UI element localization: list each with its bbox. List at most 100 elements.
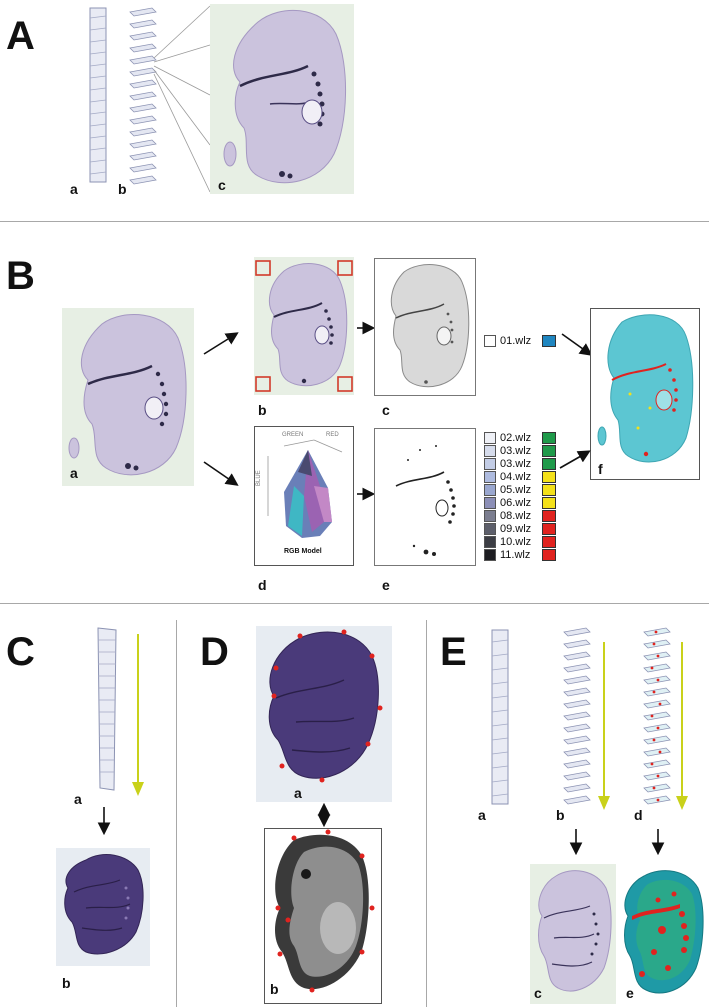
legend-row: 05.wlz bbox=[484, 484, 564, 496]
corner-box-tl bbox=[255, 260, 271, 276]
legend-class-color bbox=[542, 536, 556, 548]
legend-class-color bbox=[542, 497, 556, 509]
legend-file-label: 05.wlz bbox=[500, 484, 532, 496]
legend-swatch bbox=[484, 432, 496, 444]
legend-swatch bbox=[484, 497, 496, 509]
section-stack-C bbox=[97, 627, 117, 791]
label-B-d: d bbox=[258, 577, 267, 593]
panel-letter-C: C bbox=[6, 630, 35, 674]
stained-embryo-D-a bbox=[268, 629, 383, 783]
rgb-green-label: GREEN bbox=[282, 432, 304, 438]
exploded-slices-E-b bbox=[563, 627, 591, 805]
legend-class-color bbox=[542, 471, 556, 483]
legend-swatch bbox=[484, 536, 496, 548]
panel-letter-E: E bbox=[440, 630, 467, 674]
legend-class-color bbox=[542, 484, 556, 496]
legend-file-label: 04.wlz bbox=[500, 471, 532, 483]
legend-row: 04.wlz bbox=[484, 471, 564, 483]
label-A-b: b bbox=[118, 181, 127, 197]
panel-letter-A: A bbox=[6, 14, 35, 58]
rgb-red-label: RED bbox=[326, 432, 339, 438]
label-E-c: c bbox=[534, 985, 542, 1001]
legend-file-label: 06.wlz bbox=[500, 497, 532, 509]
corner-box-tr bbox=[337, 260, 353, 276]
legend-class-color bbox=[542, 549, 556, 561]
divider-D-E bbox=[426, 620, 427, 1007]
double-arrow-D bbox=[317, 802, 331, 828]
legend-row: 06.wlz bbox=[484, 497, 564, 509]
label-A-c: c bbox=[218, 177, 226, 193]
label-B-c: c bbox=[382, 402, 390, 418]
legend-row: 03.wlz bbox=[484, 458, 564, 470]
rgb-colour-cloud bbox=[267, 439, 343, 538]
label-B-e: e bbox=[382, 577, 390, 593]
legend-file-label: 03.wlz bbox=[500, 458, 532, 470]
greyscale-mask-B-c bbox=[390, 264, 470, 388]
label-C-a: a bbox=[74, 791, 82, 807]
label-B-a: a bbox=[70, 465, 78, 481]
corner-box-br bbox=[337, 376, 353, 392]
label-B-b: b bbox=[258, 402, 267, 418]
label-C-b: b bbox=[62, 975, 71, 991]
yellow-direction-arrow-C bbox=[132, 634, 144, 796]
label-D-a: a bbox=[294, 785, 302, 801]
volume-reconstruction-C-b bbox=[64, 854, 144, 955]
legend-swatch bbox=[484, 484, 496, 496]
yellow-direction-arrow-E-d bbox=[676, 642, 688, 810]
legend-file-label: 01.wlz bbox=[500, 335, 532, 347]
legend-single: 01.wlz bbox=[484, 335, 564, 347]
legend-class-color bbox=[542, 335, 556, 347]
arrow-E-d-to-e bbox=[651, 829, 665, 856]
legend-row: 11.wlz bbox=[484, 549, 564, 561]
corner-box-bl bbox=[255, 376, 271, 392]
legend-row: 02.wlz bbox=[484, 432, 564, 444]
divider-C-D bbox=[176, 620, 177, 1007]
arrow-C-a-to-b bbox=[97, 807, 111, 836]
legend-swatch bbox=[484, 458, 496, 470]
legend-class-color bbox=[542, 432, 556, 444]
arrow-B-d-to-e bbox=[357, 487, 376, 501]
section-stack-E bbox=[491, 629, 509, 805]
legend-row: 03.wlz bbox=[484, 445, 564, 457]
label-A-a: a bbox=[70, 181, 78, 197]
legend-swatch bbox=[484, 335, 496, 347]
reconstruction-E-c bbox=[538, 870, 612, 992]
stained-section-B-a bbox=[68, 314, 187, 476]
legend-file-label: 08.wlz bbox=[500, 510, 532, 522]
projection-lines bbox=[153, 5, 211, 193]
label-B-f: f bbox=[598, 461, 603, 477]
legend-swatch bbox=[484, 549, 496, 561]
legend-class-color bbox=[542, 523, 556, 535]
stained-section-B-b bbox=[255, 260, 353, 392]
arrow-E-b-to-c bbox=[569, 829, 583, 856]
threshold-B-e-frame bbox=[374, 428, 476, 566]
section-stack-icon bbox=[89, 7, 107, 183]
yellow-direction-arrow-E-b bbox=[598, 642, 610, 810]
label-E-d: d bbox=[634, 807, 643, 823]
divider-2 bbox=[0, 603, 709, 604]
legend-class-color bbox=[542, 445, 556, 457]
exploded-slices-E-d bbox=[643, 627, 671, 805]
panel-letter-B: B bbox=[6, 254, 35, 298]
legend-file-label: 11.wlz bbox=[500, 549, 531, 561]
legend-row: 10.wlz bbox=[484, 536, 564, 548]
legend-file-label: 02.wlz bbox=[500, 432, 532, 444]
threshold-section-B-e bbox=[395, 445, 456, 556]
label-E-e: e bbox=[626, 985, 634, 1001]
divider-1 bbox=[0, 221, 709, 222]
arrow-legend2-to-f bbox=[559, 450, 591, 469]
label-E-a: a bbox=[478, 807, 486, 823]
legend-file-label: 09.wlz bbox=[500, 523, 532, 535]
exploded-slices-icon bbox=[129, 7, 157, 185]
segmented-reconstruction-E-e bbox=[624, 870, 704, 994]
arrow-B-b-to-c bbox=[357, 321, 376, 335]
stained-section-image bbox=[223, 9, 346, 184]
legend-swatch bbox=[484, 471, 496, 483]
arrow-to-B-b bbox=[203, 332, 239, 355]
legend-row: 08.wlz bbox=[484, 510, 564, 522]
legend-swatch bbox=[484, 510, 496, 522]
legend-file-label: 10.wlz bbox=[500, 536, 532, 548]
arrow-legend1-to-f bbox=[561, 333, 593, 356]
legend-row: 09.wlz bbox=[484, 523, 564, 535]
